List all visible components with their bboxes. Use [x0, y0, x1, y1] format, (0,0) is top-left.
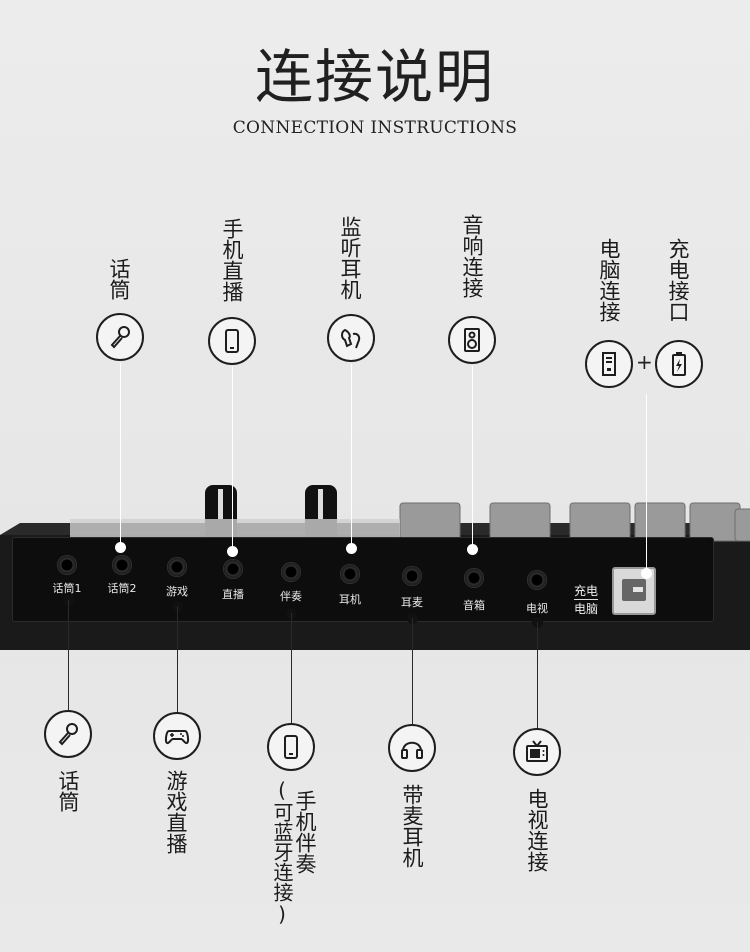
- bottom-tv-line: [537, 622, 538, 728]
- top-earphone-line: [351, 364, 352, 547]
- bottom-label-mic: 话筒: [56, 770, 80, 812]
- jack-label-mic1: 话筒1: [52, 582, 82, 595]
- bottom-mic-line: [68, 600, 69, 710]
- jack-headset[interactable]: [402, 566, 422, 586]
- jack-mic2[interactable]: [112, 555, 132, 575]
- top-mic-line: [120, 363, 121, 546]
- speaker-icon: [464, 328, 480, 352]
- battery-charge-icon: [672, 352, 686, 376]
- jack-label-game: 游戏: [166, 585, 188, 598]
- back-panel: [12, 537, 714, 622]
- top-label-pc: 电脑连接: [597, 238, 621, 322]
- jack-tv[interactable]: [527, 570, 547, 590]
- top-earphone-icon-circle: [327, 314, 375, 362]
- usb-label-charge: 充电: [574, 584, 599, 600]
- jack-label-live: 直播: [222, 588, 244, 601]
- bottom-headset-line: [412, 618, 413, 724]
- page-subtitle: CONNECTION INSTRUCTIONS: [232, 118, 518, 138]
- top-charge-icon-circle: [655, 340, 703, 388]
- jack-label-earphone: 耳机: [339, 593, 361, 606]
- bottom-mic-icon-circle: [44, 710, 92, 758]
- bottom-phone-icon-circle: [267, 723, 315, 771]
- jack-live[interactable]: [223, 559, 243, 579]
- jack-label-speaker: 音箱: [463, 599, 485, 612]
- phone-icon: [225, 329, 239, 353]
- usb-port[interactable]: [612, 567, 656, 615]
- top-earphone-dot: [346, 543, 357, 554]
- top-label-phone-live: 手机直播: [220, 218, 244, 302]
- top-phone-line: [232, 367, 233, 550]
- gamepad-icon: [164, 730, 190, 745]
- top-phone-dot: [227, 546, 238, 557]
- top-label-mic: 话筒: [107, 258, 131, 300]
- phone-icon: [284, 735, 298, 759]
- jack-label-headset: 耳麦: [401, 596, 423, 609]
- top-usb-dot: [641, 568, 652, 579]
- earphone-icon: [341, 328, 361, 349]
- jack-label-tv: 电视: [526, 602, 548, 615]
- page-title: 连接说明: [254, 43, 495, 111]
- top-speaker-line: [472, 366, 473, 549]
- tv-icon: [526, 740, 548, 762]
- top-speaker-icon-circle: [448, 316, 496, 364]
- bottom-label-bluetooth-note: (可蓝牙连接): [270, 778, 294, 926]
- top-label-charge: 充电接口: [666, 238, 690, 322]
- jack-accompany[interactable]: [281, 562, 301, 582]
- plus-sign: +: [636, 350, 653, 374]
- bottom-accompany-line: [291, 613, 292, 723]
- top-phone-icon-circle: [208, 317, 256, 365]
- top-pc-icon-circle: [585, 340, 633, 388]
- bottom-label-headset: 带麦耳机: [400, 784, 424, 868]
- pc-tower-icon: [602, 352, 616, 376]
- jack-speaker[interactable]: [464, 568, 484, 588]
- top-mic-dot: [115, 542, 126, 553]
- headphones-icon: [401, 741, 423, 759]
- jack-label-accompany: 伴奏: [280, 590, 302, 603]
- bottom-game-icon-circle: [153, 712, 201, 760]
- bottom-label-tv: 电视连接: [525, 788, 549, 872]
- top-usb-line: [646, 394, 647, 572]
- bottom-label-phone-accompany: 手机伴奏: [293, 790, 317, 874]
- top-label-monitor-earphone: 监听耳机: [338, 216, 362, 300]
- microphone-icon: [58, 723, 78, 746]
- top-mic-icon-circle: [96, 313, 144, 361]
- jack-game[interactable]: [167, 557, 187, 577]
- bottom-game-line: [177, 606, 178, 712]
- top-speaker-dot: [467, 544, 478, 555]
- bottom-tv-icon-circle: [513, 728, 561, 776]
- bottom-label-game-live: 游戏直播: [164, 770, 188, 854]
- jack-label-mic2: 话筒2: [107, 582, 137, 595]
- jack-mic1[interactable]: [57, 555, 77, 575]
- jack-earphone[interactable]: [340, 564, 360, 584]
- top-label-speaker: 音响连接: [460, 214, 484, 298]
- bottom-headset-icon-circle: [388, 724, 436, 772]
- usb-label-pc: 电脑: [574, 602, 599, 616]
- microphone-icon: [110, 326, 130, 349]
